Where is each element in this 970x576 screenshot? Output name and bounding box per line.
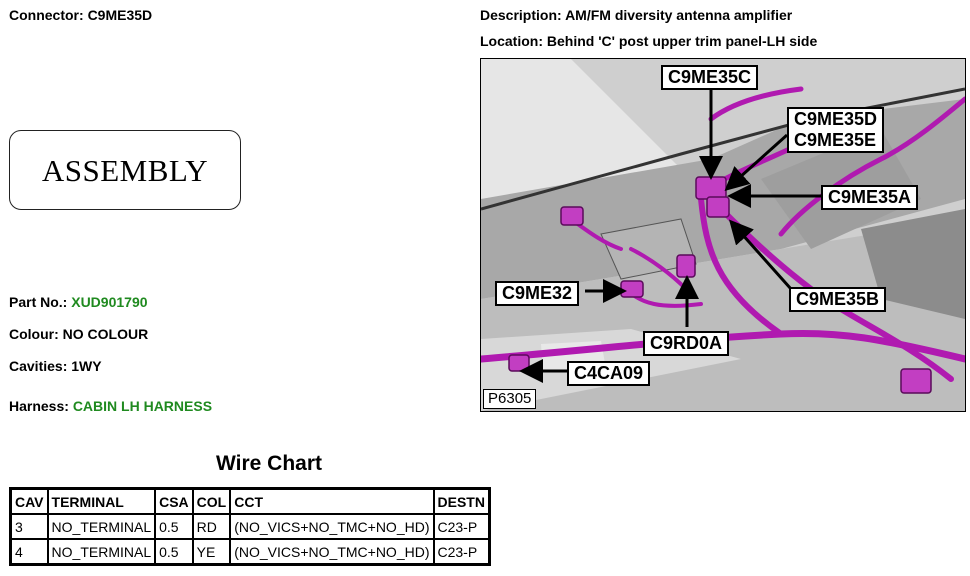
callout-c4ca09: C4CA09 [567,361,651,386]
cell-cct: (NO_VICS+NO_TMC+NO_HD) [229,538,435,566]
cell-cav: 3 [9,513,49,540]
callout-c9me35d: C9ME35D C9ME35E [787,107,885,153]
header-terminal: TERMINAL [46,487,157,515]
part-number-value[interactable]: XUD901790 [71,294,148,310]
callout-c9me35e-text: C9ME35E [794,130,877,150]
header-csa: CSA [154,487,194,515]
wire-chart-title: Wire Chart [216,452,322,475]
connector-line: Connector: C9ME35D [9,7,152,23]
colour-label: Colour: [9,326,59,342]
callout-c9me35b: C9ME35B [789,287,887,312]
description-line: Description: AM/FM diversity antenna amp… [480,7,792,23]
connector-label: Connector: [9,7,84,23]
assembly-text: ASSEMBLY [41,153,209,188]
location-photo: C9ME35C C9ME35D C9ME35E C9ME35A C9ME32 C… [480,58,966,412]
callout-c9me35a: C9ME35A [821,185,919,210]
callout-c9rd0a: C9RD0A [643,331,730,356]
harness-label: Harness: [9,398,69,414]
callout-c9me35d-text: C9ME35D [794,109,878,129]
location-label: Location: [480,33,543,49]
colour-value: NO COLOUR [62,326,149,342]
wire-chart-header-row: CAV TERMINAL CSA COL CCT DESTN [9,487,491,515]
header-destn: DESTN [432,487,491,515]
part-number-line: Part No.: XUD901790 [9,294,148,310]
cavities-line: Cavities: 1WY [9,358,102,374]
part-number-label: Part No.: [9,294,68,310]
cell-destn: C23-P [432,538,491,566]
cell-csa: 0.5 [154,513,194,540]
table-row: 3 NO_TERMINAL 0.5 RD (NO_VICS+NO_TMC+NO_… [9,513,491,540]
cell-terminal: NO_TERMINAL [46,513,157,540]
wire-chart-table: CAV TERMINAL CSA COL CCT DESTN 3 NO_TERM… [9,487,491,566]
header-col: COL [191,487,232,515]
photo-id: P6305 [483,389,537,409]
callout-c9me35c: C9ME35C [661,65,759,90]
cell-terminal: NO_TERMINAL [46,538,157,566]
cavities-value: 1WY [71,358,102,374]
location-line: Location: Behind 'C' post upper trim pan… [480,33,817,49]
assembly-image-box: ASSEMBLY [9,130,241,210]
cell-csa: 0.5 [154,538,194,566]
cell-col: RD [191,513,232,540]
header-cav: CAV [9,487,49,515]
cavities-label: Cavities: [9,358,68,374]
photo-illustration [481,59,965,411]
harness-value[interactable]: CABIN LH HARNESS [72,398,213,414]
description-value: AM/FM diversity antenna amplifier [565,7,793,23]
callout-c9me32: C9ME32 [495,281,580,306]
table-row: 4 NO_TERMINAL 0.5 YE (NO_VICS+NO_TMC+NO_… [9,538,491,566]
colour-line: Colour: NO COLOUR [9,326,148,342]
cell-cav: 4 [9,538,49,566]
cell-destn: C23-P [432,513,491,540]
connector-value: C9ME35D [87,7,153,23]
cell-col: YE [191,538,232,566]
cell-cct: (NO_VICS+NO_TMC+NO_HD) [229,513,435,540]
harness-line: Harness: CABIN LH HARNESS [9,398,212,414]
description-label: Description: [480,7,562,23]
location-value: Behind 'C' post upper trim panel-LH side [546,33,818,49]
header-cct: CCT [229,487,435,515]
